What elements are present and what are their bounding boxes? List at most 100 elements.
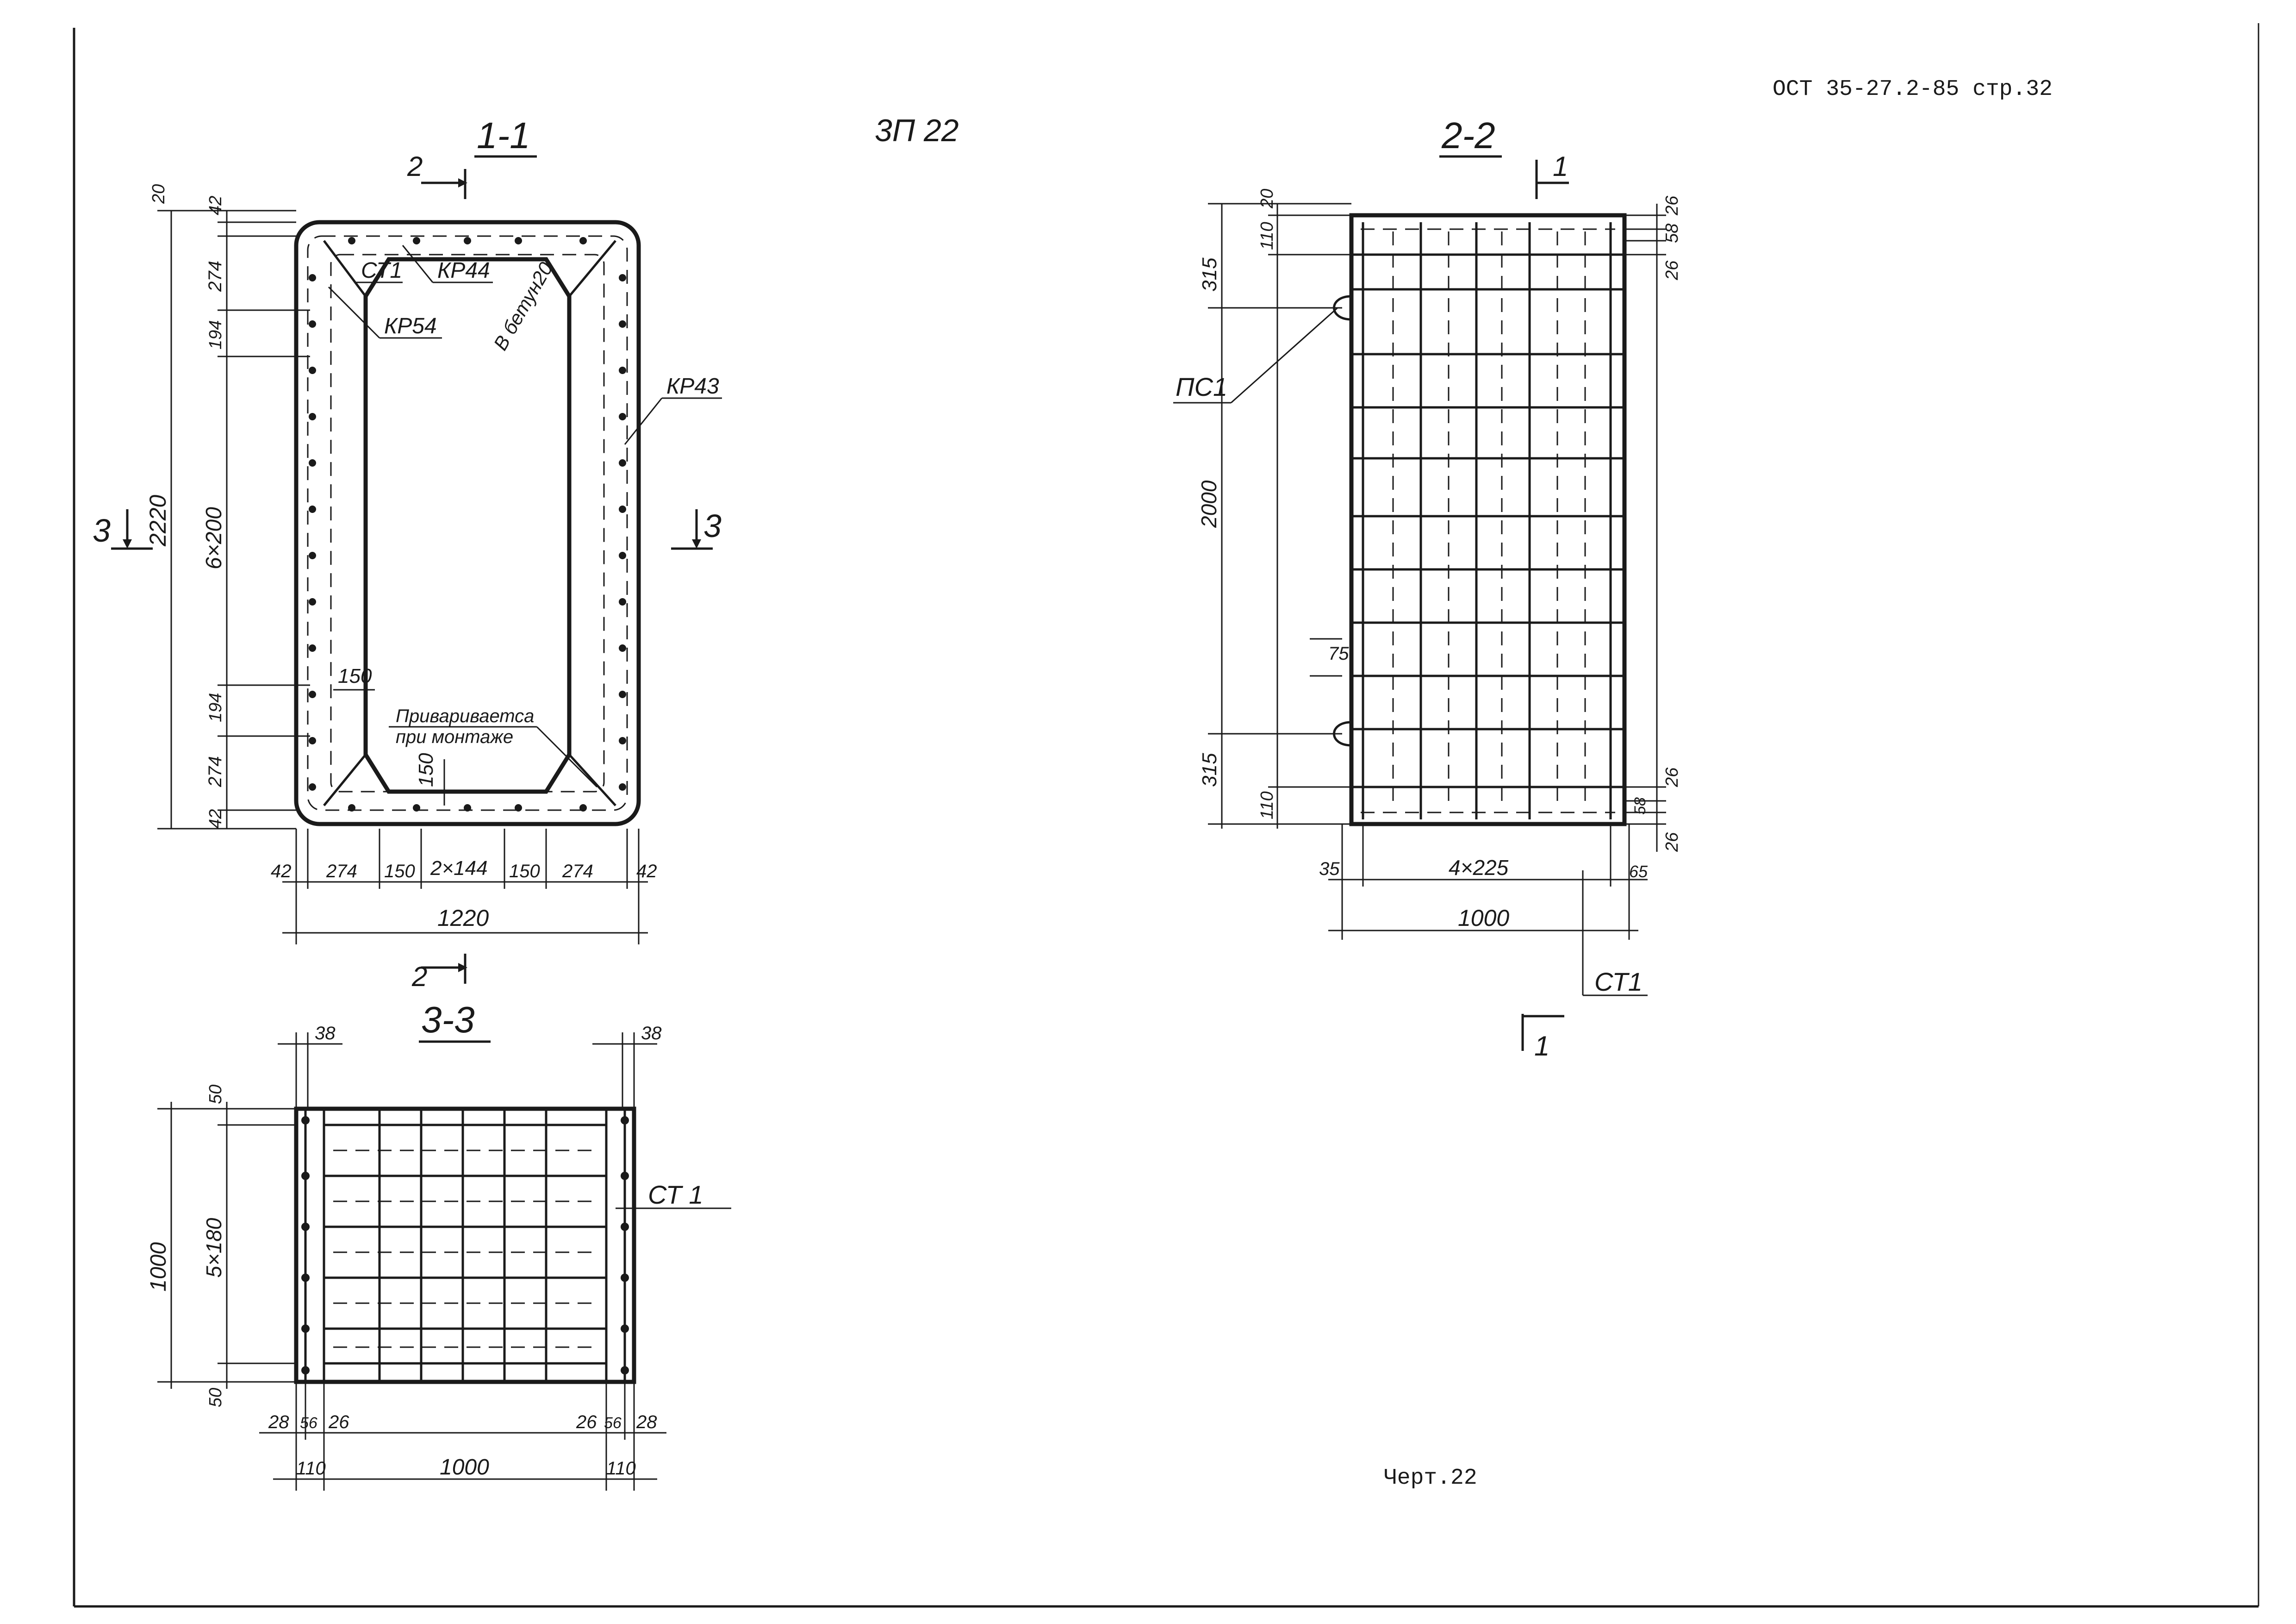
drawing-number: Черт.22	[1384, 1466, 1477, 1491]
svg-text:6×200: 6×200	[202, 507, 226, 569]
dim-chain-bottom-2: 35 4×225 65 1000	[1319, 824, 1648, 940]
plan-end-cages	[301, 1109, 629, 1382]
svg-text:4×225: 4×225	[1449, 856, 1509, 880]
svg-text:28: 28	[636, 1412, 657, 1432]
svg-text:194: 194	[206, 693, 225, 722]
section-3-3-title: 3-3	[421, 999, 475, 1040]
svg-text:2: 2	[407, 151, 423, 182]
label-pc1: ПС1	[1176, 372, 1227, 401]
label-weld-note-2: при монтаже	[396, 727, 513, 747]
svg-text:26: 26	[1662, 260, 1682, 281]
svg-text:38: 38	[641, 1023, 662, 1043]
cut-mark-2-bottom: 2	[411, 954, 467, 992]
dim-chain-left-3: 50 5×180 50 1000	[146, 1085, 296, 1407]
svg-text:26: 26	[1662, 767, 1682, 787]
dim-chain-bottom-3: 28 56 26 26 56 28 110 1000 110	[259, 1382, 666, 1491]
haunch-br	[568, 754, 616, 806]
svg-text:75: 75	[1328, 643, 1349, 664]
label-ct1: СТ1	[361, 258, 402, 283]
svg-text:315: 315	[1198, 257, 1221, 292]
svg-text:110: 110	[296, 1458, 326, 1479]
rebar-dots-right-wall	[619, 274, 626, 791]
dim-top-3: 38 38	[278, 1023, 662, 1109]
section-2-2-title: 2-2	[1441, 115, 1495, 156]
dim-chain-left: 20 42 274 194 6×200 194 274 42 2220	[145, 184, 310, 830]
svg-text:1: 1	[1534, 1031, 1549, 1062]
cut-mark-3-left: 3	[93, 509, 153, 550]
sheet-frame	[73, 23, 2259, 1608]
haunch-bl	[323, 754, 367, 806]
section-2-2: 2-2 1 1	[1173, 115, 1682, 1062]
mesh-horizontal	[1351, 288, 1624, 731]
svg-text:56: 56	[300, 1414, 317, 1432]
svg-text:110: 110	[606, 1458, 636, 1479]
svg-text:150: 150	[384, 861, 415, 881]
haunch-tr	[568, 240, 616, 297]
cut-mark-2-top: 2	[407, 151, 467, 199]
svg-text:1220: 1220	[437, 905, 489, 931]
mesh-vertical	[1362, 222, 1612, 819]
svg-text:58: 58	[1662, 224, 1682, 243]
svg-text:2000: 2000	[1197, 480, 1221, 528]
svg-text:2: 2	[411, 961, 427, 992]
document-reference: ОСТ 35-27.2-85 стр.32	[1773, 77, 2053, 102]
dim-chain-left-2: 20 110 315 2000 75 315 110	[1197, 189, 1351, 829]
label-ct1-3: СТ 1	[648, 1180, 703, 1209]
plan-outline	[294, 1106, 636, 1384]
haunch-tl	[323, 240, 367, 297]
svg-text:58: 58	[1631, 797, 1649, 815]
svg-text:274: 274	[562, 861, 593, 881]
section-1-1-title: 1-1	[477, 115, 530, 156]
label-kr44: КР44	[437, 258, 490, 283]
cut-mark-3-right: 3	[671, 508, 722, 550]
svg-text:42: 42	[636, 861, 657, 881]
cut-mark-1-top: 1	[1535, 151, 1569, 199]
label-weld-note-1: Привариваетса	[396, 706, 534, 726]
dim-inner-150-v: 150	[415, 753, 437, 787]
svg-text:315: 315	[1198, 753, 1221, 787]
label-in-concrete: В бетун20	[489, 258, 557, 354]
svg-text:274: 274	[326, 861, 357, 881]
svg-text:56: 56	[604, 1414, 622, 1432]
svg-text:20: 20	[149, 184, 168, 204]
svg-text:2220: 2220	[145, 495, 171, 547]
svg-text:38: 38	[315, 1023, 336, 1043]
svg-text:194: 194	[206, 320, 225, 350]
svg-text:1: 1	[1553, 151, 1568, 182]
product-code: 3П 22	[875, 113, 959, 148]
svg-text:2×144: 2×144	[430, 857, 488, 880]
section-3-3: 3-3 СТ 1	[146, 999, 731, 1491]
svg-text:1000: 1000	[1458, 905, 1509, 931]
svg-text:26: 26	[328, 1412, 349, 1432]
svg-text:3: 3	[93, 512, 111, 549]
label-ct1-2: СТ1	[1594, 967, 1643, 996]
dim-inner-150-h: 150	[338, 665, 372, 687]
svg-text:26: 26	[576, 1412, 597, 1432]
cut-mark-1-bottom: 1	[1521, 1014, 1564, 1062]
plan-mesh	[324, 1109, 606, 1382]
label-kr54: КР54	[384, 314, 437, 338]
svg-text:28: 28	[268, 1412, 289, 1432]
svg-text:26: 26	[1662, 832, 1682, 852]
svg-text:42: 42	[206, 196, 225, 215]
svg-text:35: 35	[1319, 859, 1340, 879]
section-1-1: 1-1 2 2 3 3	[93, 115, 722, 992]
svg-text:274: 274	[205, 261, 225, 292]
svg-text:3: 3	[703, 508, 722, 544]
svg-text:5×180: 5×180	[202, 1218, 226, 1278]
wall-panel-outline	[1349, 213, 1627, 826]
svg-text:26: 26	[1662, 195, 1682, 216]
svg-text:110: 110	[1257, 791, 1277, 819]
dim-chain-right-2: 26 58 26 26 58 26	[1624, 195, 1682, 852]
svg-text:65: 65	[1629, 862, 1648, 881]
svg-text:50: 50	[206, 1085, 225, 1104]
svg-text:110: 110	[1257, 222, 1277, 250]
svg-text:42: 42	[271, 861, 292, 881]
svg-text:1000: 1000	[146, 1242, 171, 1292]
rebar-dots-top-bottom	[348, 237, 587, 812]
svg-text:274: 274	[205, 756, 225, 787]
label-kr43: КР43	[666, 374, 719, 399]
svg-text:20: 20	[1257, 189, 1277, 209]
outer-contour	[294, 220, 641, 826]
